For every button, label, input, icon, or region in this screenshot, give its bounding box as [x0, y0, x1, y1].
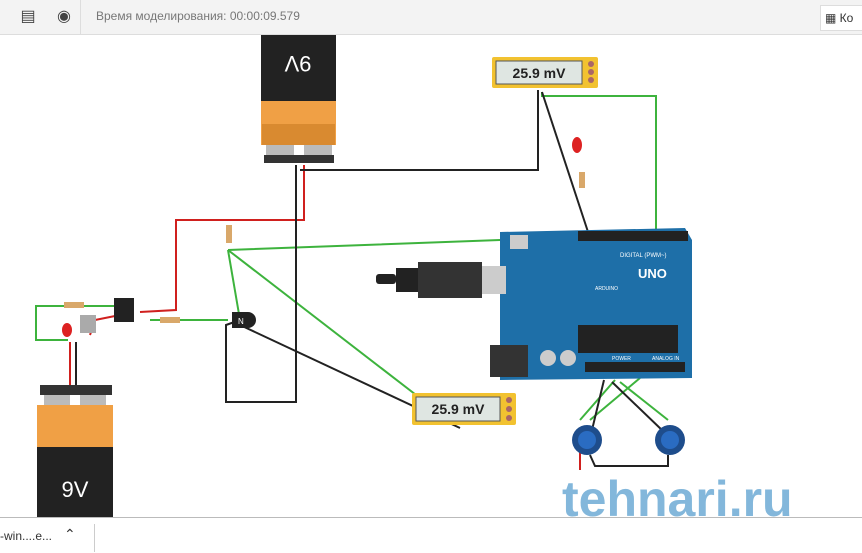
led-red[interactable] [572, 137, 582, 153]
divider [80, 0, 81, 34]
multimeter-bottom[interactable]: 25.9 mV [412, 393, 516, 425]
power-label: POWER [612, 356, 631, 362]
analog-label: ANALOG IN [652, 356, 680, 362]
timer-chip[interactable] [114, 298, 134, 322]
battery-top-label: 9V [284, 51, 311, 76]
download-item[interactable]: -win....e... [0, 529, 53, 543]
wire [35, 305, 115, 341]
multimeter-top[interactable]: 25.9 mV [492, 57, 598, 88]
transistor[interactable]: N [232, 312, 256, 328]
notes-icon[interactable]: ▤ [20, 8, 36, 25]
potentiometer[interactable] [655, 425, 685, 455]
wire [589, 454, 669, 467]
wire [541, 91, 591, 239]
circuit-canvas[interactable]: 9V 9V 25.9 mV 25.9 mV DIGITAL (PWM~) UNO… [0, 35, 862, 517]
wire [139, 165, 305, 313]
code-button[interactable]: ▦ Ко [820, 5, 862, 31]
arduino-board[interactable]: DIGITAL (PWM~) UNO ARDUINO POWER ANALOG … [490, 228, 692, 380]
simulation-time: Время моделирования: 00:00:09.579 [96, 9, 300, 23]
multimeter-bottom-value: 25.9 mV [432, 401, 486, 417]
wire [227, 249, 421, 399]
multimeter-top-value: 25.9 mV [513, 65, 567, 81]
resistor[interactable] [160, 317, 180, 323]
download-bar: -win....e... ⌃ [0, 517, 862, 553]
led-red-2[interactable] [62, 323, 72, 337]
digital-label: DIGITAL (PWM~) [620, 253, 667, 259]
wire [541, 92, 657, 238]
resistor[interactable] [579, 172, 585, 188]
wire [225, 165, 297, 403]
battery-bottom[interactable]: 9V [37, 385, 113, 517]
wire [579, 377, 669, 421]
wire [300, 90, 539, 171]
arduino-brand: ARDUINO [595, 286, 618, 292]
resistor[interactable] [64, 302, 84, 308]
eye-icon[interactable]: ◉ [57, 8, 71, 25]
resistor[interactable] [226, 225, 232, 243]
toolbar: ▤ ◉ Время моделирования: 00:00:09.579 ▦ … [0, 0, 862, 35]
wire [591, 379, 665, 433]
arduino-uno-label: UNO [638, 266, 667, 281]
usb-cable [376, 262, 506, 298]
code-icon: ▦ [825, 11, 840, 25]
wire [227, 249, 241, 321]
push-button[interactable] [80, 315, 96, 333]
potentiometer[interactable] [572, 425, 602, 455]
chevron-up-icon[interactable]: ⌃ [64, 526, 76, 542]
code-label: Ко [839, 11, 854, 25]
watermark: tehnari.ru [562, 471, 793, 517]
battery-bottom-label: 9V [62, 477, 89, 502]
transistor-label: N [238, 317, 244, 326]
battery-top[interactable]: 9V [261, 35, 336, 163]
divider [94, 524, 95, 552]
